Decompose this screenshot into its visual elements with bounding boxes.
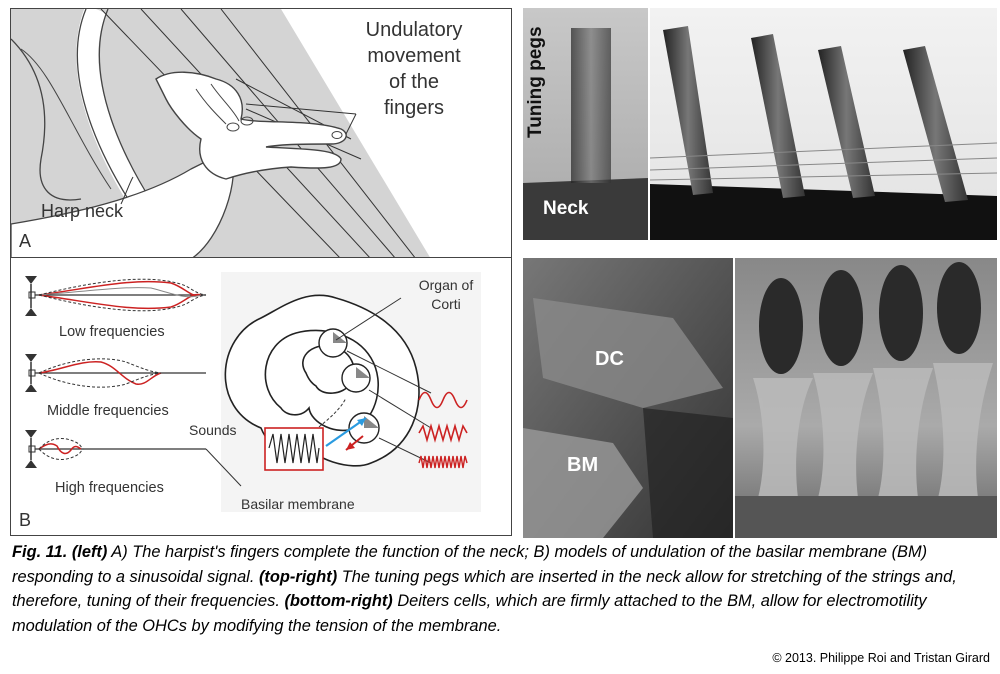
middle-sine-wave: [418, 423, 468, 443]
organ-of-corti-label-line-2: Corti: [431, 296, 461, 312]
panel-a-harpist-hands: Undulatory movement of the fingers Harp …: [10, 8, 512, 258]
high-frequency-model: [25, 430, 206, 468]
low-frequency-model: [25, 276, 207, 316]
caption-bottom-right-tag: (bottom-right): [284, 592, 393, 610]
caption-text-1: A) The harpist's fingers complete the fu…: [12, 543, 928, 586]
deiters-cells-photo: DC BM: [523, 258, 997, 538]
undulatory-label: Undulatory movement of the fingers: [349, 17, 479, 121]
basilar-membrane-diagram: [25, 272, 481, 512]
neck-label: Neck: [543, 198, 589, 219]
tuning-pegs-image: [523, 8, 997, 240]
deiters-cells-image: [523, 258, 997, 538]
harpist-hands-illustration: [11, 9, 511, 257]
organ-of-corti-label-line-1: Organ of: [418, 277, 474, 293]
caption-top-right-tag: (top-right): [258, 567, 338, 586]
harp-neck-label: Harp neck: [41, 201, 124, 221]
high-sine-wave: [418, 455, 468, 469]
high-frequencies-label: High frequencies: [55, 480, 164, 496]
copyright-notice: © 2013. Philippe Roi and Tristan Girard: [772, 651, 990, 665]
tuning-pegs-photo: Tuning pegs Neck: [523, 8, 997, 240]
caption-text-3: Deiters cells, which are firmly attached…: [12, 592, 927, 635]
dc-label: DC: [595, 348, 624, 370]
organ-of-corti-label: Organ of Corti: [415, 276, 477, 314]
middle-frequencies-label: Middle frequencies: [47, 403, 169, 419]
sounds-label: Sounds: [189, 422, 237, 438]
undulatory-label-line-3: of the: [388, 71, 440, 93]
undulatory-label-line-4: fingers: [383, 97, 445, 119]
panel-a-letter: A: [19, 231, 32, 251]
bm-label: BM: [567, 454, 599, 476]
panel-b-letter: B: [19, 510, 32, 530]
undulatory-label-line-2: movement: [367, 45, 461, 67]
caption-fig-number: Fig. 11.: [12, 543, 68, 561]
undulatory-label-line-1: Undulatory: [365, 19, 463, 41]
caption-text-2: The tuning pegs which are inserted in th…: [12, 567, 957, 611]
caption-left-tag: (left): [71, 543, 108, 561]
low-frequencies-label: Low frequencies: [59, 324, 165, 340]
sounds-box: [264, 427, 324, 471]
basilar-membrane-label: Basilar membrane: [241, 496, 355, 512]
middle-frequency-model: [25, 354, 206, 392]
low-sine-wave: [418, 391, 468, 409]
organ-of-corti-circles: [318, 297, 432, 464]
figure-caption: Fig. 11. (left) A) The harpist's fingers…: [12, 540, 992, 638]
panel-b-basilar-membrane-models: Low frequencies Middle frequencies High …: [10, 258, 512, 536]
tuning-pegs-label: Tuning pegs: [525, 26, 546, 138]
